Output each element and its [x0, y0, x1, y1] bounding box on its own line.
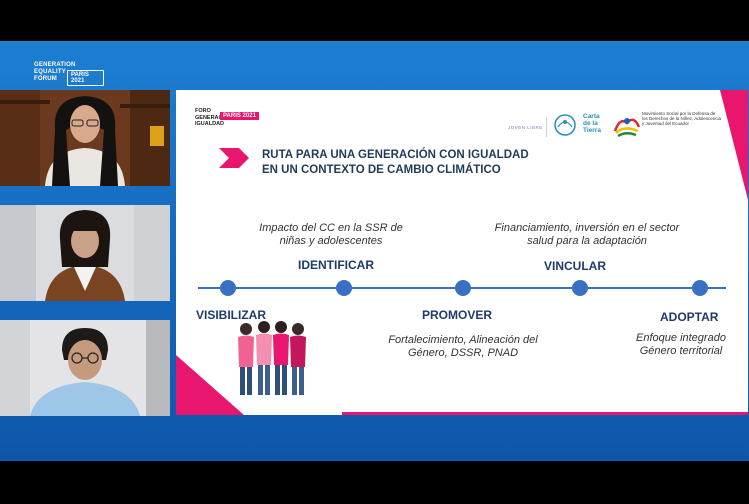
- logo-line-2: EQUALITY: [34, 69, 66, 75]
- title-line-1: RUTA PARA UNA GENERACIÓN CON IGUALDAD: [262, 149, 529, 161]
- desc-vincular-line-2: salud para la adaptación: [527, 235, 647, 247]
- presentation-slide: FORO GENERACIÓN IGUALDAD PARIS 2021 JOVE…: [176, 90, 748, 415]
- participant-1-video: [0, 90, 170, 186]
- slide-title: RUTA PARA UNA GENERACIÓN CON IGUALDAD EN…: [262, 148, 529, 178]
- foro-badge: PARIS 2021: [220, 112, 259, 120]
- stage-vincular: VINCULAR: [544, 259, 606, 273]
- timeline-node-4: [572, 280, 588, 296]
- movimiento-social-label: Movimiento Social por la Defensa de los …: [642, 111, 722, 127]
- foro-line-2: GENERACIÓN: [195, 114, 233, 121]
- timeline-node-1: [220, 280, 236, 296]
- desc-identificar: Impacto del CC en la SSR de niñas y adol…: [242, 222, 420, 248]
- desc-promover: Fortalecimiento, Alineación del Género, …: [370, 334, 556, 360]
- desc-promover-line-1: Fortalecimiento, Alineación del: [388, 334, 538, 346]
- participant-2-video: [0, 205, 170, 301]
- title-line-2: EN UN CONTEXTO DE CAMBIO CLIMÁTICO: [262, 164, 501, 176]
- pink-bottom-left-shape: [176, 355, 244, 415]
- pink-corner-shape: [720, 90, 748, 200]
- desc-promover-line-2: Género, DSSR, PNAD: [407, 347, 519, 359]
- desc-identificar-line-1: Impacto del CC en la SSR de: [259, 222, 403, 234]
- foro-line-3: IGUALDAD: [195, 121, 225, 127]
- desc-adoptar: Enfoque integrado Género territorial: [620, 332, 742, 358]
- timeline-node-3: [455, 280, 471, 296]
- participant-tile-2[interactable]: [0, 205, 170, 301]
- participant-tile-1[interactable]: [0, 90, 170, 186]
- desc-vincular: Financiamiento, inversión en el sector s…: [480, 222, 694, 248]
- logo-line-3: FORUM: [34, 76, 57, 82]
- stage-visibilizar: VISIBILIZAR: [196, 308, 267, 322]
- stage-adoptar: ADOPTAR: [660, 310, 719, 324]
- partner-logos: JOVEN LIBRE Carta de la Tierra Movimient…: [508, 103, 721, 143]
- stage-promover: PROMOVER: [422, 308, 493, 322]
- foro-line-1: FORO: [195, 108, 211, 114]
- pink-bottom-line: [342, 412, 748, 415]
- carta-tierra-label: Carta de la Tierra: [583, 113, 601, 134]
- timeline-node-2: [336, 280, 352, 296]
- desc-vincular-line-1: Financiamiento, inversión en el sector: [494, 222, 680, 234]
- carta-line-1: Carta: [583, 113, 600, 120]
- participant-tile-3[interactable]: [0, 320, 170, 416]
- desc-identificar-line-2: niñas y adolescentes: [279, 235, 383, 247]
- desc-adoptar-line-2: Género territorial: [639, 345, 723, 357]
- generation-equality-logo: GENERATION EQUALITY FORUM PARIS 2021: [34, 62, 104, 88]
- bottom-bar: [0, 461, 749, 504]
- video-call-stage: GENERATION EQUALITY FORUM PARIS 2021: [0, 41, 749, 461]
- timeline: [198, 280, 726, 296]
- carta-line-2: de la: [583, 120, 598, 127]
- participant-3-video: [0, 320, 170, 416]
- partner-divider: [546, 117, 547, 137]
- carta-line-3: Tierra: [583, 127, 601, 134]
- stage-identificar: IDENTIFICAR: [298, 258, 374, 272]
- logo-line-1: GENERATION: [34, 62, 76, 68]
- joven-libre-logo: JOVEN LIBRE: [508, 125, 543, 130]
- desc-adoptar-line-1: Enfoque integrado: [636, 332, 726, 344]
- foro-logo: FORO GENERACIÓN IGUALDAD: [195, 108, 232, 128]
- carta-tierra-icon: [554, 114, 576, 136]
- logo-badge: PARIS 2021: [67, 70, 104, 86]
- chevron-right-icon: [219, 148, 249, 168]
- timeline-node-5: [692, 280, 708, 296]
- movimiento-social-icon: [613, 118, 641, 138]
- group-of-women-illustration: [238, 321, 306, 395]
